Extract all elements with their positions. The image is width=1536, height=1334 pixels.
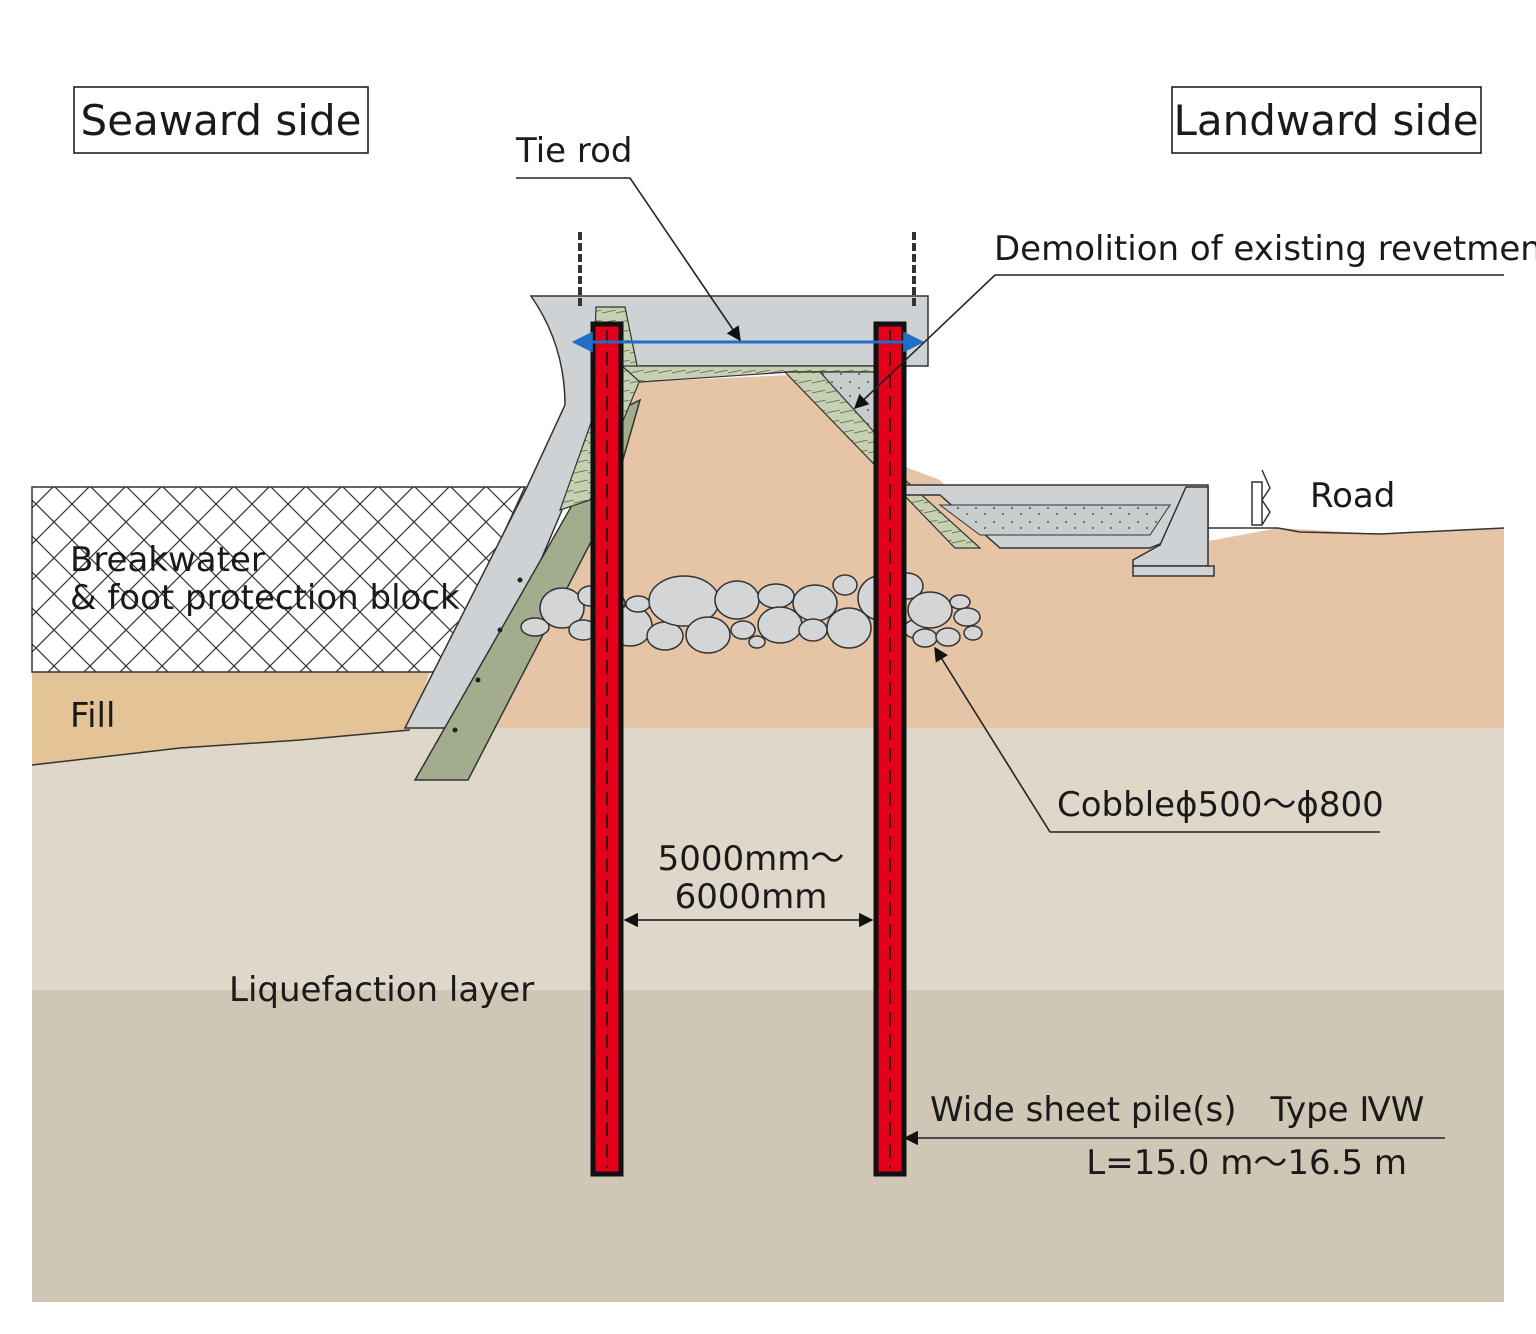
fill-label: Fill xyxy=(70,696,115,736)
tie-rod-leader xyxy=(516,177,741,342)
road-label: Road xyxy=(1310,476,1395,516)
cobble-stone xyxy=(730,620,756,640)
sheet-pile-left xyxy=(590,321,624,1177)
retaining-base xyxy=(1132,565,1215,577)
seaward-label-box xyxy=(73,86,369,154)
road-structure xyxy=(904,469,1505,577)
road-ground-line xyxy=(1208,527,1505,535)
cobble-stone xyxy=(912,628,938,648)
sheet-pile-right xyxy=(873,321,907,1177)
fill-layer xyxy=(32,672,430,765)
cobble-stone xyxy=(757,583,795,609)
cobble-stone xyxy=(826,607,872,649)
cobble-stone xyxy=(949,594,971,610)
cobble-layer xyxy=(520,572,983,654)
demolition-label: Demolition of existing revetment xyxy=(994,229,1536,269)
cobble-stone xyxy=(798,618,828,642)
seaward-label: Seaward side xyxy=(81,96,362,145)
road-slab-dotted xyxy=(938,504,1171,536)
cobble-stone xyxy=(625,595,651,613)
cobble-leader xyxy=(934,646,1380,833)
cobble-stone xyxy=(520,617,550,637)
cobble-stone xyxy=(963,625,983,641)
cobble-stone xyxy=(539,587,585,629)
landward-label: Landward side xyxy=(1173,96,1478,145)
liquefaction-label: Liquefaction layer xyxy=(229,970,534,1010)
tie-rod-label: Tie rod xyxy=(515,131,633,171)
cobble-stone xyxy=(685,616,731,654)
breakwater-label-line2: & foot protection block xyxy=(70,578,460,618)
liquefaction-layer-band xyxy=(32,728,1504,990)
concrete-dot xyxy=(475,677,481,683)
demolition-leader xyxy=(853,274,1504,409)
sheet-pile-label-line2: L=15.0 m～16.5 m xyxy=(1086,1143,1407,1183)
cobble-stone xyxy=(953,607,981,627)
cobble-stone xyxy=(748,635,766,649)
cobble-stone xyxy=(714,580,760,620)
deep-layer xyxy=(32,990,1504,1302)
cobble-stone xyxy=(907,591,953,629)
sheet-pile-label-line1: Wide sheet pile(s) Type ⅣW xyxy=(930,1090,1424,1130)
soil-layers xyxy=(31,375,1504,1302)
cobble-stone xyxy=(832,574,858,596)
breakwater-label-line1: Breakwater xyxy=(70,540,265,580)
cobble-stone xyxy=(792,584,838,622)
spacing-label-line2: 6000mm xyxy=(675,877,828,917)
cobble-stone xyxy=(935,627,961,647)
cobble-label: Cobbleϕ500～ϕ800 xyxy=(1057,785,1384,825)
concrete-dot xyxy=(497,627,503,633)
guardrail-icon xyxy=(1251,469,1271,526)
spacing-label-line1: 5000mm～ xyxy=(658,839,845,879)
landward-label-box xyxy=(1171,86,1482,154)
concrete-dot xyxy=(517,577,523,583)
fill-layer-base xyxy=(31,729,411,766)
concrete-dot xyxy=(452,727,458,733)
